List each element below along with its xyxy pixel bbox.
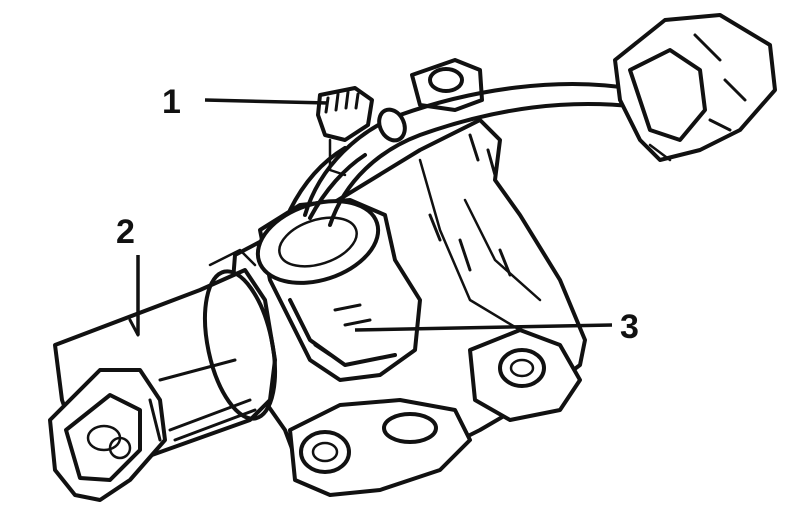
- callout-1: 1: [162, 83, 181, 121]
- adjusting-screw: [316, 86, 374, 177]
- bottom-flange: [288, 398, 472, 497]
- callout-2: 2: [116, 213, 135, 251]
- leader-line-3: [354, 323, 613, 332]
- callout-3: 3: [620, 308, 639, 346]
- leader-line-1: [204, 98, 329, 105]
- right-connector: [613, 13, 777, 162]
- right-flange: [468, 328, 582, 422]
- wire-harness: [288, 82, 662, 227]
- left-connector: [48, 368, 167, 502]
- central-coil: [255, 198, 422, 382]
